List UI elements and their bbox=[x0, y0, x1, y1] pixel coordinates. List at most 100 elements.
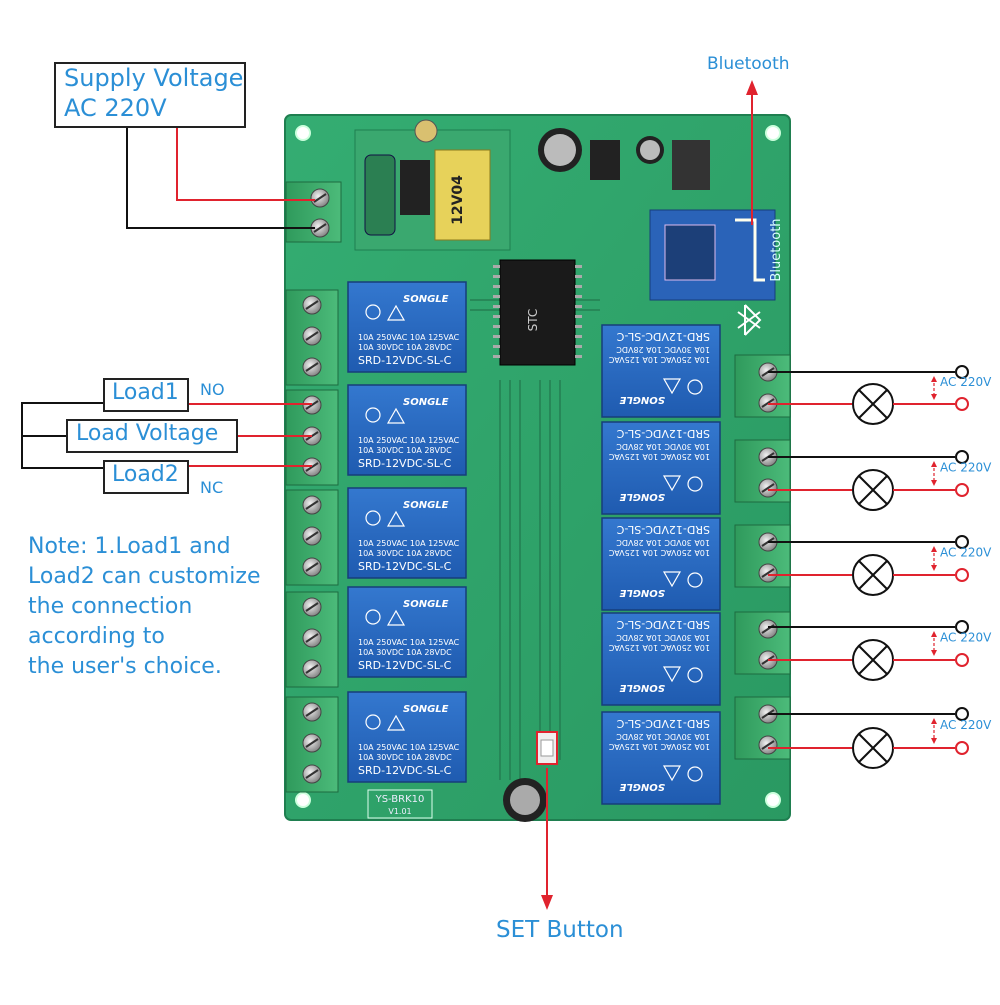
terminal-point bbox=[955, 707, 969, 721]
relay-rating: 10A 250VAC 10A 125VAC bbox=[358, 333, 460, 342]
note-line: Load2 can customize bbox=[28, 564, 261, 589]
relay-model: SRD-12VDC-SL-C bbox=[358, 457, 452, 470]
ac-voltage-label: AC 220V bbox=[940, 461, 992, 475]
relay-rating: 10A 30VDC 10A 28VDC bbox=[616, 538, 710, 547]
note-line: according to bbox=[28, 624, 165, 649]
relay-brand: SONGLE bbox=[619, 781, 665, 792]
ac-voltage-label: AC 220V bbox=[940, 546, 992, 560]
right-terminal-block bbox=[734, 439, 791, 503]
supply-voltage-line1: Supply Voltage bbox=[64, 64, 244, 92]
terminal-point bbox=[955, 620, 969, 634]
terminal-point bbox=[955, 568, 969, 582]
bluetooth-label: Bluetooth bbox=[707, 54, 790, 74]
note-line: Note: 1.Load1 and bbox=[28, 534, 231, 559]
terminal-point bbox=[955, 450, 969, 464]
load-voltage-box bbox=[66, 419, 238, 453]
relay-rating: 10A 30VDC 10A 28VDC bbox=[358, 549, 452, 558]
relay-brand: SONGLE bbox=[403, 599, 449, 610]
no-label: NO bbox=[200, 380, 225, 399]
electrolytic-capacitor-top bbox=[538, 128, 710, 190]
right-terminal-block bbox=[734, 354, 791, 418]
set-button-label: SET Button bbox=[496, 917, 624, 943]
relay-model: SRD-12VDC-SL-C bbox=[616, 717, 710, 730]
left-terminal-block bbox=[285, 289, 339, 386]
left-terminal-block bbox=[285, 696, 339, 793]
left-terminal-block bbox=[285, 489, 339, 586]
output-circuit: AC 220V bbox=[768, 365, 992, 425]
mounting-hole bbox=[765, 792, 781, 808]
load2-box bbox=[103, 460, 189, 494]
relay-rating: 10A 250VAC 10A 125VAC bbox=[608, 643, 710, 652]
relay-model: SRD-12VDC-SL-C bbox=[358, 764, 452, 777]
relay-brand: SONGLE bbox=[619, 491, 665, 502]
relay-rating: 10A 250VAC 10A 125VAC bbox=[358, 743, 460, 752]
right-terminal-blocks bbox=[734, 354, 791, 760]
relay-rating: 10A 250VAC 10A 125VAC bbox=[608, 742, 710, 751]
chip-label: STC bbox=[526, 309, 540, 332]
relay-model: SRD-12VDC-SL-C bbox=[358, 354, 452, 367]
relay-brand: SONGLE bbox=[403, 704, 449, 715]
transformer bbox=[434, 149, 491, 241]
supply-voltage-box bbox=[54, 62, 246, 128]
right-terminal-block bbox=[734, 524, 791, 588]
relay-rating: 10A 30VDC 10A 28VDC bbox=[358, 343, 452, 352]
ac-voltage-label: AC 220V bbox=[940, 631, 992, 645]
terminal-point bbox=[955, 535, 969, 549]
power-supply-module: 12V04 bbox=[354, 119, 511, 251]
bluetooth-arrow bbox=[746, 80, 758, 225]
bluetooth-module: Bluetooth bbox=[649, 209, 784, 336]
main-controller-ic: STC bbox=[493, 259, 582, 366]
relay-brand: SONGLE bbox=[403, 397, 449, 408]
load2-label: Load2 bbox=[112, 462, 179, 487]
relay-rating: 10A 30VDC 10A 28VDC bbox=[616, 732, 710, 741]
filter-capacitor bbox=[364, 154, 396, 236]
small-capacitor bbox=[414, 119, 438, 143]
relay-rating: 10A 250VAC 10A 125VAC bbox=[608, 355, 710, 364]
inductor bbox=[400, 160, 430, 215]
relay-rating: 10A 250VAC 10A 125VAC bbox=[358, 638, 460, 647]
relay-model: SRD-12VDC-SL-C bbox=[616, 330, 710, 343]
set-button[interactable] bbox=[536, 731, 558, 765]
ac-voltage-label: AC 220V bbox=[940, 375, 992, 389]
relay-model: SRD-12VDC-SL-C bbox=[358, 560, 452, 573]
relay-model: SRD-12VDC-SL-C bbox=[616, 427, 710, 440]
nc-label: NC bbox=[200, 478, 224, 497]
terminal-point bbox=[955, 397, 969, 411]
terminal-point bbox=[955, 365, 969, 379]
relay-brand: SONGLE bbox=[619, 587, 665, 598]
module-version: V1.01 bbox=[388, 807, 411, 816]
relay-model: SRD-12VDC-SL-C bbox=[358, 659, 452, 672]
relay-rating: 10A 30VDC 10A 28VDC bbox=[616, 345, 710, 354]
transformer-label: 12V04 bbox=[450, 175, 466, 225]
supply-wiring bbox=[126, 126, 315, 229]
note-text: Note: 1.Load1 and Load2 can customize th… bbox=[28, 532, 288, 682]
mounting-hole bbox=[295, 125, 311, 141]
left-terminal-blocks bbox=[285, 181, 342, 793]
relay-rating: 10A 30VDC 10A 28VDC bbox=[616, 442, 710, 451]
relay-rating: 10A 30VDC 10A 28VDC bbox=[616, 633, 710, 642]
note-line: the user's choice. bbox=[28, 654, 222, 679]
relay-brand: SONGLE bbox=[403, 294, 449, 305]
mounting-hole bbox=[765, 125, 781, 141]
output-circuit: AC 220V bbox=[768, 707, 992, 769]
mounting-hole bbox=[295, 792, 311, 808]
note-line: the connection bbox=[28, 594, 193, 619]
right-terminal-block bbox=[734, 611, 791, 675]
supply-voltage-line2: AC 220V bbox=[64, 94, 167, 122]
left-terminal-block bbox=[285, 389, 339, 486]
relay-brand: SONGLE bbox=[403, 500, 449, 511]
relay-rating: 10A 30VDC 10A 28VDC bbox=[358, 753, 452, 762]
ac-voltage-label: AC 220V bbox=[940, 718, 992, 732]
load-voltage-label: Load Voltage bbox=[76, 421, 219, 446]
relay-rating: 10A 30VDC 10A 28VDC bbox=[358, 648, 452, 657]
bluetooth-silk-label: Bluetooth bbox=[769, 218, 784, 281]
